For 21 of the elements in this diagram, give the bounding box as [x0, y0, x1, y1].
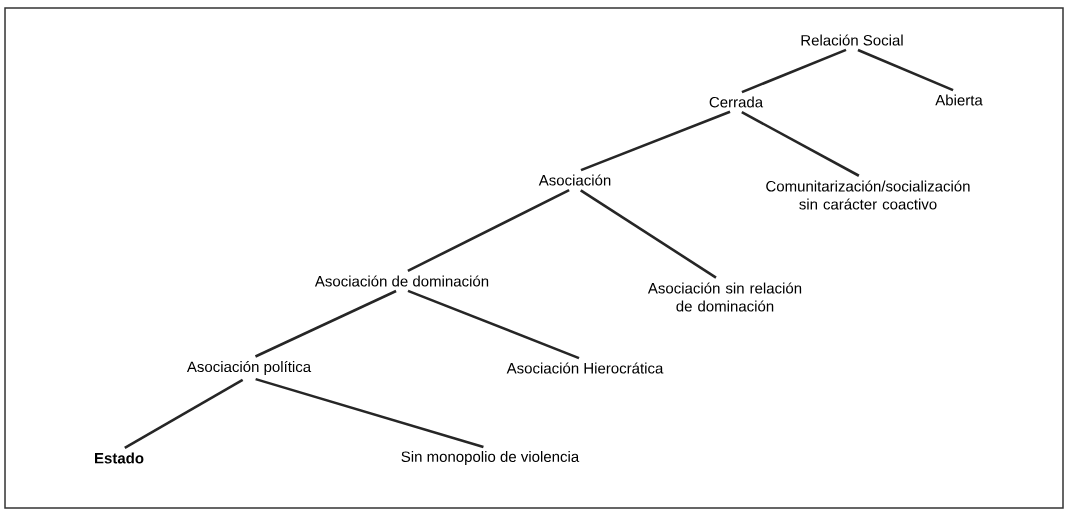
connector-line [407, 188, 570, 273]
connector-line [255, 377, 484, 449]
label-text: Estado [95, 452, 144, 464]
label-text: Comunitarización/socialización sin carácter coactivo [766, 180, 970, 210]
label-text: Asociación política [186, 360, 312, 376]
connector-line [407, 289, 580, 360]
label-text: Asociación Hierocrática [506, 362, 664, 374]
label-text: Asociación de dominación [314, 275, 489, 287]
label-text: Asociación sin relación de dominación [647, 282, 802, 312]
connector-line [580, 189, 717, 279]
label-text: Relación Social [801, 34, 903, 46]
connector-line [741, 48, 847, 94]
connector-line [254, 289, 397, 358]
connector-line [580, 110, 731, 172]
connector-line [124, 378, 244, 449]
label-text: Asociación [538, 174, 611, 186]
label-text: Cerrada [709, 96, 764, 108]
label-text: Abierta [935, 94, 983, 106]
connector-line [857, 48, 954, 92]
connector-line [741, 111, 860, 177]
label-text: Sin monopolio de violencia [401, 451, 580, 465]
